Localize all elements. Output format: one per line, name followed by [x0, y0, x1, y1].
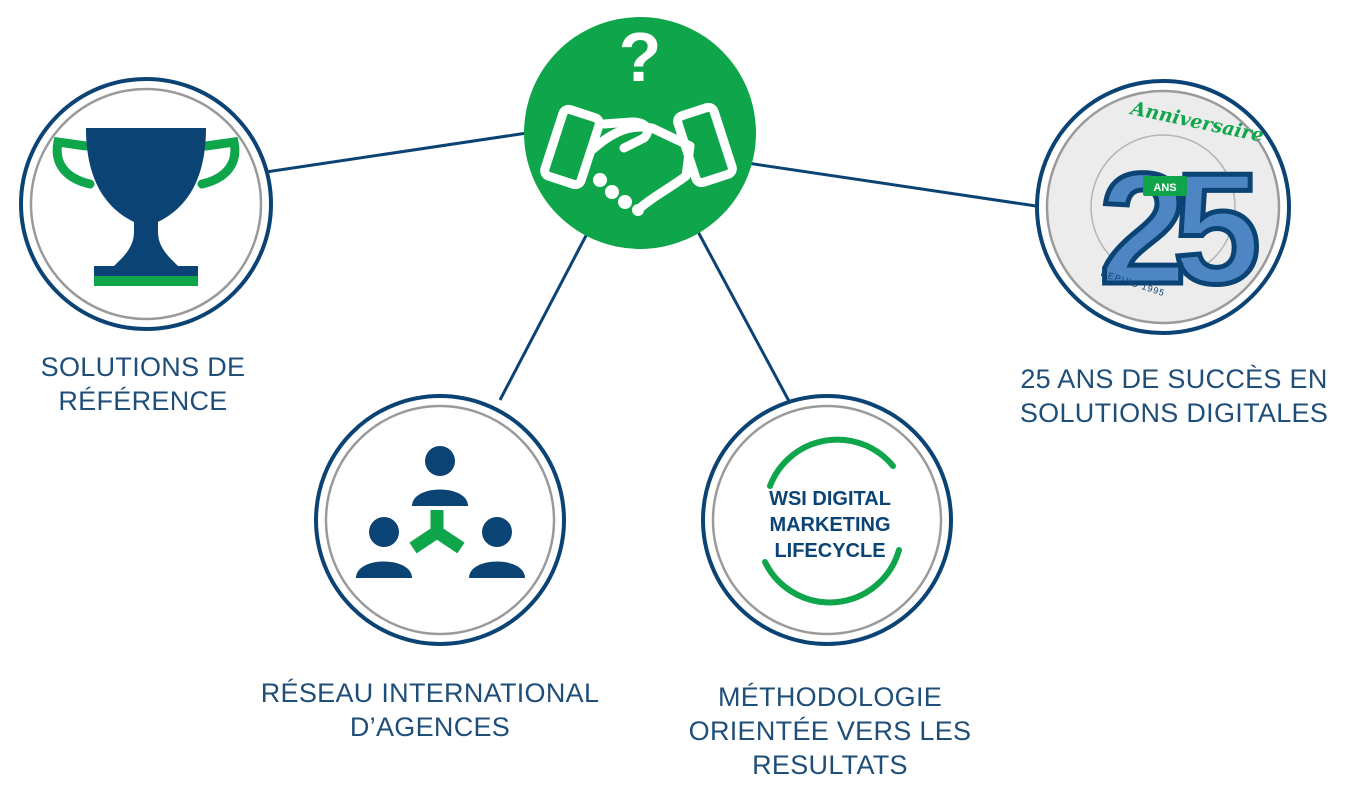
connector-methodologie: [694, 227, 792, 404]
handshake-icon: [540, 102, 737, 213]
label-reseau-line-1: RÉSEAU INTERNATIONAL: [260, 678, 600, 708]
node-reseau: [314, 394, 566, 646]
lifecycle-badge: WSI DIGITAL MARKETING LIFECYCLE: [762, 436, 902, 606]
label-solutions-line-2: RÉFÉRENCE: [58, 386, 228, 416]
anniversary-ribbon: ANS: [1153, 182, 1176, 194]
badge-line-2: MARKETING: [769, 514, 890, 536]
label-reseau-line-2: D’AGENCES: [349, 712, 511, 742]
label-methodologie-line-2: ORIENTÉE VERS LES: [688, 716, 972, 746]
trophy-icon: [52, 128, 240, 286]
center-hub: ?: [524, 17, 756, 249]
node-solutions: [19, 77, 273, 331]
label-methodologie-line-1: MÉTHODOLOGIE: [717, 682, 943, 712]
label-methodologie-line-3: RESULTATS: [752, 750, 908, 780]
label-reseau: RÉSEAU INTERNATIONAL D’AGENCES: [230, 676, 630, 744]
question-mark-icon: ?: [619, 18, 662, 96]
label-anniversaire: 25 ANS DE SUCCÈS EN SOLUTIONS DIGITALES: [1004, 362, 1344, 430]
node-methodologie: WSI DIGITAL MARKETING LIFECYCLE: [701, 394, 953, 646]
label-solutions: SOLUTIONS DE RÉFÉRENCE: [8, 350, 278, 418]
badge-line-3: LIFECYCLE: [774, 540, 885, 562]
team-network-icon: [356, 446, 525, 578]
label-methodologie: MÉTHODOLOGIE ORIENTÉE VERS LES RESULTATS: [680, 680, 980, 782]
label-solutions-line-1: SOLUTIONS DE: [40, 352, 246, 382]
badge-line-1: WSI DIGITAL: [769, 488, 891, 510]
connector-solutions: [265, 131, 528, 174]
label-anniversaire-line-2: SOLUTIONS DIGITALES: [1019, 398, 1329, 428]
anniversary-number: 25: [1099, 141, 1257, 317]
connector-reseau: [498, 227, 592, 401]
connector-anniversaire: [726, 158, 1037, 208]
label-anniversaire-line-1: 25 ANS DE SUCCÈS EN: [1020, 364, 1328, 394]
node-anniversaire: Anniversaire 25 ANS DEPUIS 1995: [1035, 79, 1291, 335]
